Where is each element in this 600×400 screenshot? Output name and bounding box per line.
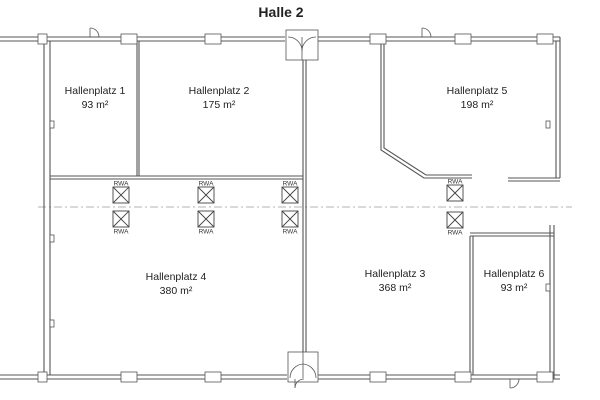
room-label-6: Hallenplatz 6 93 m²	[484, 268, 545, 294]
rwa-smoke-vent-icon: RWA	[112, 210, 130, 236]
room-label-2: Hallenplatz 2 175 m²	[189, 85, 250, 111]
rwa-smoke-vent-icon: RWA	[197, 210, 215, 236]
rwa-label: RWA	[114, 181, 129, 188]
rwa-label: RWA	[283, 229, 298, 236]
rwa-label: RWA	[199, 229, 214, 236]
rwa-smoke-vent-icon: RWA	[281, 210, 299, 236]
rwa-smoke-vent-icon: RWA	[446, 179, 464, 202]
rwa-smoke-vent-icon: RWA	[281, 181, 299, 204]
rwa-label: RWA	[114, 229, 129, 236]
room-name: Hallenplatz 6	[484, 268, 545, 280]
room-label-3: Hallenplatz 3 368 m²	[365, 268, 426, 294]
rwa-label: RWA	[283, 181, 298, 188]
rwa-smoke-vent-icon: RWA	[197, 181, 215, 204]
room-name: Hallenplatz 4	[146, 271, 207, 283]
room-area: 198 m²	[461, 99, 494, 111]
rwa-vents: RWA RWA RWA RWA RWA RWA RWA RWA	[112, 179, 464, 237]
double-door-top	[285, 29, 319, 61]
rwa-smoke-vent-icon: RWA	[446, 211, 464, 237]
plan-title: Halle 2	[258, 4, 303, 20]
rwa-label: RWA	[199, 181, 214, 188]
single-door-top-right	[421, 27, 432, 38]
room-label-5: Hallenplatz 5 198 m²	[447, 85, 508, 111]
room-area: 380 m²	[160, 285, 193, 297]
single-door-bottom	[294, 378, 305, 389]
walls	[0, 36, 561, 380]
room-area: 175 m²	[203, 99, 236, 111]
room-area: 368 m²	[379, 282, 412, 294]
single-door-bottom-right	[509, 378, 520, 389]
rwa-label: RWA	[448, 230, 463, 237]
room-label-1: Hallenplatz 1 93 m²	[65, 85, 126, 111]
room-name: Hallenplatz 3	[365, 268, 426, 280]
wall-columns	[37, 33, 554, 383]
room-label-4: Hallenplatz 4 380 m²	[146, 271, 207, 297]
room-name: Hallenplatz 1	[65, 85, 126, 97]
single-door-top	[89, 27, 100, 38]
room-name: Hallenplatz 5	[447, 85, 508, 97]
rwa-smoke-vent-icon: RWA	[112, 181, 130, 204]
rwa-label: RWA	[448, 179, 463, 186]
double-door-bottom	[287, 351, 319, 383]
room-area: 93 m²	[82, 99, 109, 111]
room-name: Hallenplatz 2	[189, 85, 250, 97]
room-area: 93 m²	[501, 282, 528, 294]
